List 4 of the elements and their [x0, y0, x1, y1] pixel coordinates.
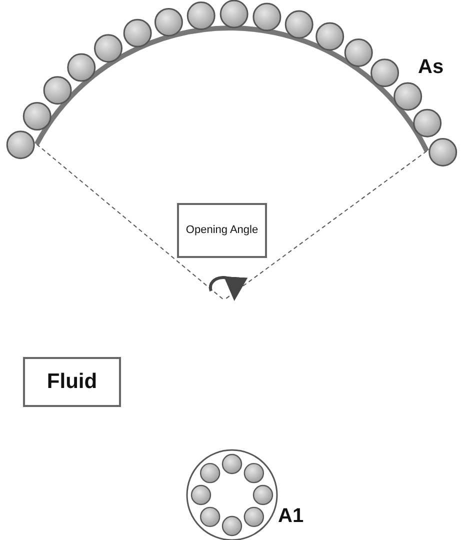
fluid-label-box: Fluid	[23, 357, 121, 407]
area-label: A1	[278, 505, 304, 528]
angle-label-box: Opening Angle	[177, 203, 267, 258]
area-label: As	[418, 56, 444, 79]
